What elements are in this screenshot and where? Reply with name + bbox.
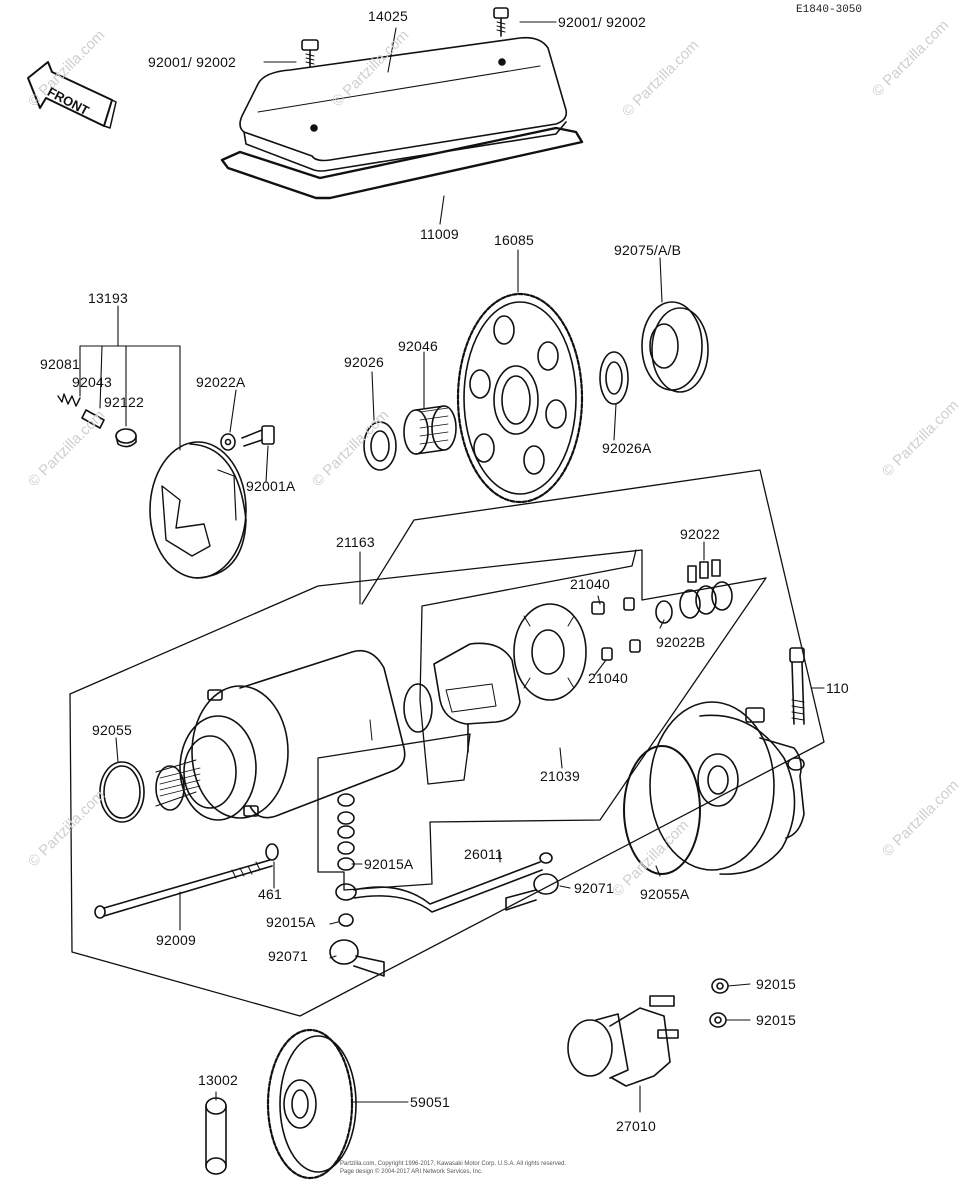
part-label-92075: 92075/A/B bbox=[614, 242, 682, 258]
diagram-code: E1840-3050 bbox=[796, 4, 863, 16]
washer-22b bbox=[655, 600, 673, 624]
part-label-59051: 59051 bbox=[410, 1094, 450, 1110]
front-arrow-icon bbox=[27, 61, 117, 129]
part-label-21039: 21039 bbox=[540, 768, 580, 784]
starter-motor bbox=[155, 649, 433, 821]
thrust-washer bbox=[363, 421, 397, 471]
leader-lines bbox=[79, 21, 825, 1113]
copyright-notice: Partzilla.com, Copyright 1996-2017, Kawa… bbox=[340, 1160, 630, 1176]
long-bolt bbox=[94, 859, 273, 919]
brush-plate bbox=[513, 603, 587, 701]
part-label-92015-b: 92015 bbox=[756, 1012, 796, 1028]
banjo-fitting bbox=[505, 873, 559, 911]
part-label-92046: 92046 bbox=[398, 338, 438, 354]
gear-washer bbox=[599, 351, 629, 405]
needle-bearing bbox=[403, 405, 457, 455]
through-bolt bbox=[789, 647, 805, 725]
clutch-bolt bbox=[241, 425, 275, 447]
part-label-13193: 13193 bbox=[88, 290, 128, 306]
end-cover bbox=[649, 701, 805, 875]
part-label-92015a-low: 92015A bbox=[266, 914, 316, 930]
idle-gear-shaft bbox=[205, 1097, 227, 1175]
part-label-14025: 14025 bbox=[368, 8, 408, 24]
washer-stack bbox=[679, 559, 733, 619]
part-label-92022b: 92022B bbox=[656, 634, 706, 650]
part-label-92001-top-right: 92001/ 92002 bbox=[558, 14, 647, 30]
part-label-92026: 92026 bbox=[344, 354, 384, 370]
part-label-92055a: 92055A bbox=[640, 886, 690, 902]
starter-motor-assembly-outline bbox=[69, 469, 825, 1017]
part-label-21040-bottom: 21040 bbox=[588, 670, 628, 686]
part-label-92009: 92009 bbox=[156, 932, 196, 948]
starter-idle-gear bbox=[266, 1028, 357, 1180]
cover-bolt bbox=[493, 7, 509, 37]
end-cover-o-ring bbox=[623, 745, 701, 875]
brush-holder bbox=[433, 642, 521, 753]
part-label-26011: 26011 bbox=[464, 846, 503, 862]
part-label-27010: 27010 bbox=[616, 1118, 656, 1134]
part-label-11009: 11009 bbox=[420, 226, 459, 242]
part-label-92071-right: 92071 bbox=[574, 880, 614, 896]
part-label-92055: 92055 bbox=[92, 722, 132, 738]
starter-relay bbox=[567, 995, 679, 1087]
cover-gasket bbox=[220, 126, 584, 200]
part-label-92122: 92122 bbox=[104, 394, 144, 410]
starter-clutch-gear bbox=[456, 292, 584, 504]
o-ring bbox=[99, 761, 145, 823]
nut-92015 bbox=[709, 1012, 727, 1028]
part-label-13002: 13002 bbox=[198, 1072, 238, 1088]
part-label-92043: 92043 bbox=[72, 374, 112, 390]
part-label-92081: 92081 bbox=[40, 356, 80, 372]
spacer-ring bbox=[641, 301, 709, 393]
part-label-92071-low: 92071 bbox=[268, 948, 308, 964]
terminal-nut-low bbox=[338, 913, 354, 927]
part-label-21163: 21163 bbox=[336, 534, 375, 550]
part-label-92022a: 92022A bbox=[196, 374, 246, 390]
starter-clutch bbox=[149, 441, 247, 579]
part-label-92026a: 92026A bbox=[602, 440, 652, 456]
spring-cap bbox=[81, 409, 105, 429]
nut-92015 bbox=[711, 978, 729, 994]
copyright-line-1: Partzilla.com, Copyright 1996-2017, Kawa… bbox=[340, 1161, 567, 1167]
spring bbox=[57, 393, 81, 407]
part-label-461: 461 bbox=[258, 886, 282, 902]
cylinder-head-cover bbox=[239, 36, 568, 172]
part-label-92001a: 92001A bbox=[246, 478, 296, 494]
roller bbox=[115, 428, 137, 448]
nut-461 bbox=[265, 843, 279, 861]
part-label-92022: 92022 bbox=[680, 526, 720, 542]
part-label-92015-a: 92015 bbox=[756, 976, 796, 992]
washer bbox=[220, 433, 236, 451]
banjo-fitting bbox=[329, 939, 385, 977]
cover-bolt bbox=[301, 39, 319, 67]
part-label-92001-top-left: 92001/ 92002 bbox=[148, 54, 237, 70]
brush bbox=[591, 597, 641, 661]
part-label-110: 110 bbox=[826, 680, 849, 696]
starter-lead bbox=[335, 852, 553, 913]
copyright-line-2: Page design © 2004-2017 ARI Network Serv… bbox=[340, 1169, 483, 1175]
part-label-21040-top: 21040 bbox=[570, 576, 610, 592]
part-label-92015a-mid: 92015A bbox=[364, 856, 414, 872]
part-label-16085: 16085 bbox=[494, 232, 534, 248]
terminal-nuts bbox=[337, 793, 355, 871]
